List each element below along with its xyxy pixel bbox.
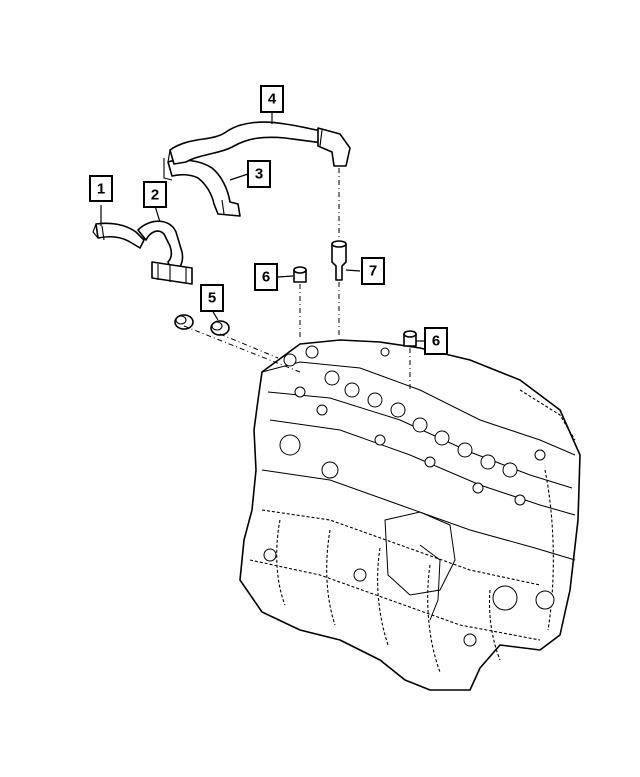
callout-3-label: 3: [255, 166, 263, 183]
callout-6a-label: 6: [262, 269, 270, 286]
hose-part-4: [167, 121, 351, 167]
callout-4: 4: [260, 85, 284, 113]
callout-1: 1: [89, 175, 113, 202]
plugs-part-5: [174, 314, 230, 336]
callout-3: 3: [247, 160, 271, 188]
callout-4-label: 4: [268, 91, 277, 108]
callout-5-label: 5: [208, 290, 216, 307]
callout-7: 7: [361, 257, 385, 285]
hose-part-3: [163, 158, 241, 217]
callout-7-label: 7: [369, 263, 377, 280]
callout-6a: 6: [254, 263, 278, 291]
callout-1-label: 1: [97, 181, 105, 198]
callout-6b-label: 6: [432, 333, 440, 350]
caps-part-6: [293, 266, 417, 347]
hose-part-1: [92, 222, 145, 249]
valve-ports: [283, 345, 546, 506]
callout-2: 2: [143, 181, 167, 208]
assembly-lines: [183, 168, 411, 392]
callout-2-label: 2: [151, 187, 159, 204]
callout-6b: 6: [424, 327, 448, 355]
connector-part-7: [331, 240, 347, 281]
leader-lines: [100, 112, 425, 342]
hose-part-2: [137, 220, 193, 285]
callout-5: 5: [200, 284, 224, 312]
engine-block: [239, 339, 581, 691]
